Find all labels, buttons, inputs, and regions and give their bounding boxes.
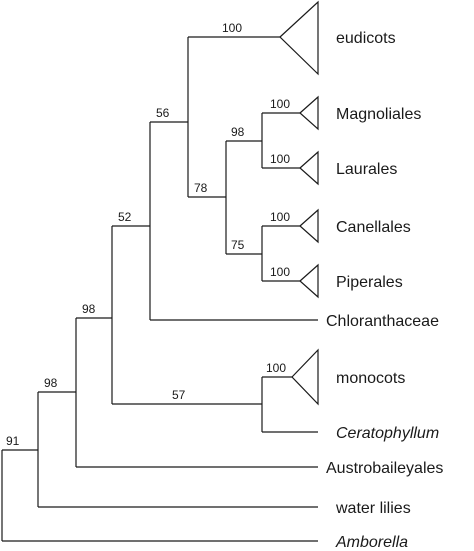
piperales-clade-triangle bbox=[299, 263, 319, 299]
magnoliales-clade-triangle bbox=[299, 95, 319, 131]
taxon-label-water-lilies: water lilies bbox=[335, 500, 411, 517]
taxon-label-austrobaileyales: Austrobaileyales bbox=[326, 460, 443, 477]
support-eudicots: 100 bbox=[222, 21, 242, 35]
support-values: 91 98 98 52 56 100 78 98 100 100 75 100 … bbox=[6, 21, 290, 448]
taxon-label-piperales: Piperales bbox=[336, 274, 403, 291]
support-laurales: 100 bbox=[270, 152, 290, 166]
support-node-c: 52 bbox=[118, 210, 132, 224]
taxon-label-amborella: Amborella bbox=[335, 534, 408, 551]
support-piperales: 100 bbox=[270, 265, 290, 279]
support-node-e: 78 bbox=[194, 181, 208, 195]
support-root: 91 bbox=[6, 434, 20, 448]
eudicots-clade-triangle bbox=[279, 0, 319, 76]
support-magnoliales: 100 bbox=[270, 97, 290, 111]
taxon-label-monocots: monocots bbox=[336, 370, 405, 387]
support-magnoliid-pair: 98 bbox=[231, 125, 245, 139]
taxon-label-ceratophyllum: Ceratophyllum bbox=[336, 425, 439, 442]
support-node-b: 98 bbox=[82, 302, 96, 316]
taxon-label-magnoliales: Magnoliales bbox=[336, 106, 421, 123]
taxon-labels: eudicots Magnoliales Laurales Canellales… bbox=[326, 30, 443, 551]
taxon-label-canellales: Canellales bbox=[336, 219, 411, 236]
taxon-label-laurales: Laurales bbox=[336, 161, 397, 178]
support-monocot-pair: 57 bbox=[172, 388, 186, 402]
tree-branches bbox=[1, 36, 318, 542]
taxon-label-chloranthaceae: Chloranthaceae bbox=[326, 313, 439, 330]
laurales-clade-triangle bbox=[299, 150, 319, 186]
monocots-clade-triangle bbox=[291, 348, 319, 406]
collapsed-clades bbox=[279, 0, 319, 406]
support-canellales: 100 bbox=[270, 210, 290, 224]
support-node-a: 98 bbox=[44, 376, 58, 390]
taxon-label-eudicots: eudicots bbox=[336, 30, 396, 47]
support-monocots: 100 bbox=[266, 361, 286, 375]
canellales-clade-triangle bbox=[299, 208, 319, 244]
support-canellales-piperales: 75 bbox=[231, 238, 245, 252]
support-node-d: 56 bbox=[156, 106, 170, 120]
